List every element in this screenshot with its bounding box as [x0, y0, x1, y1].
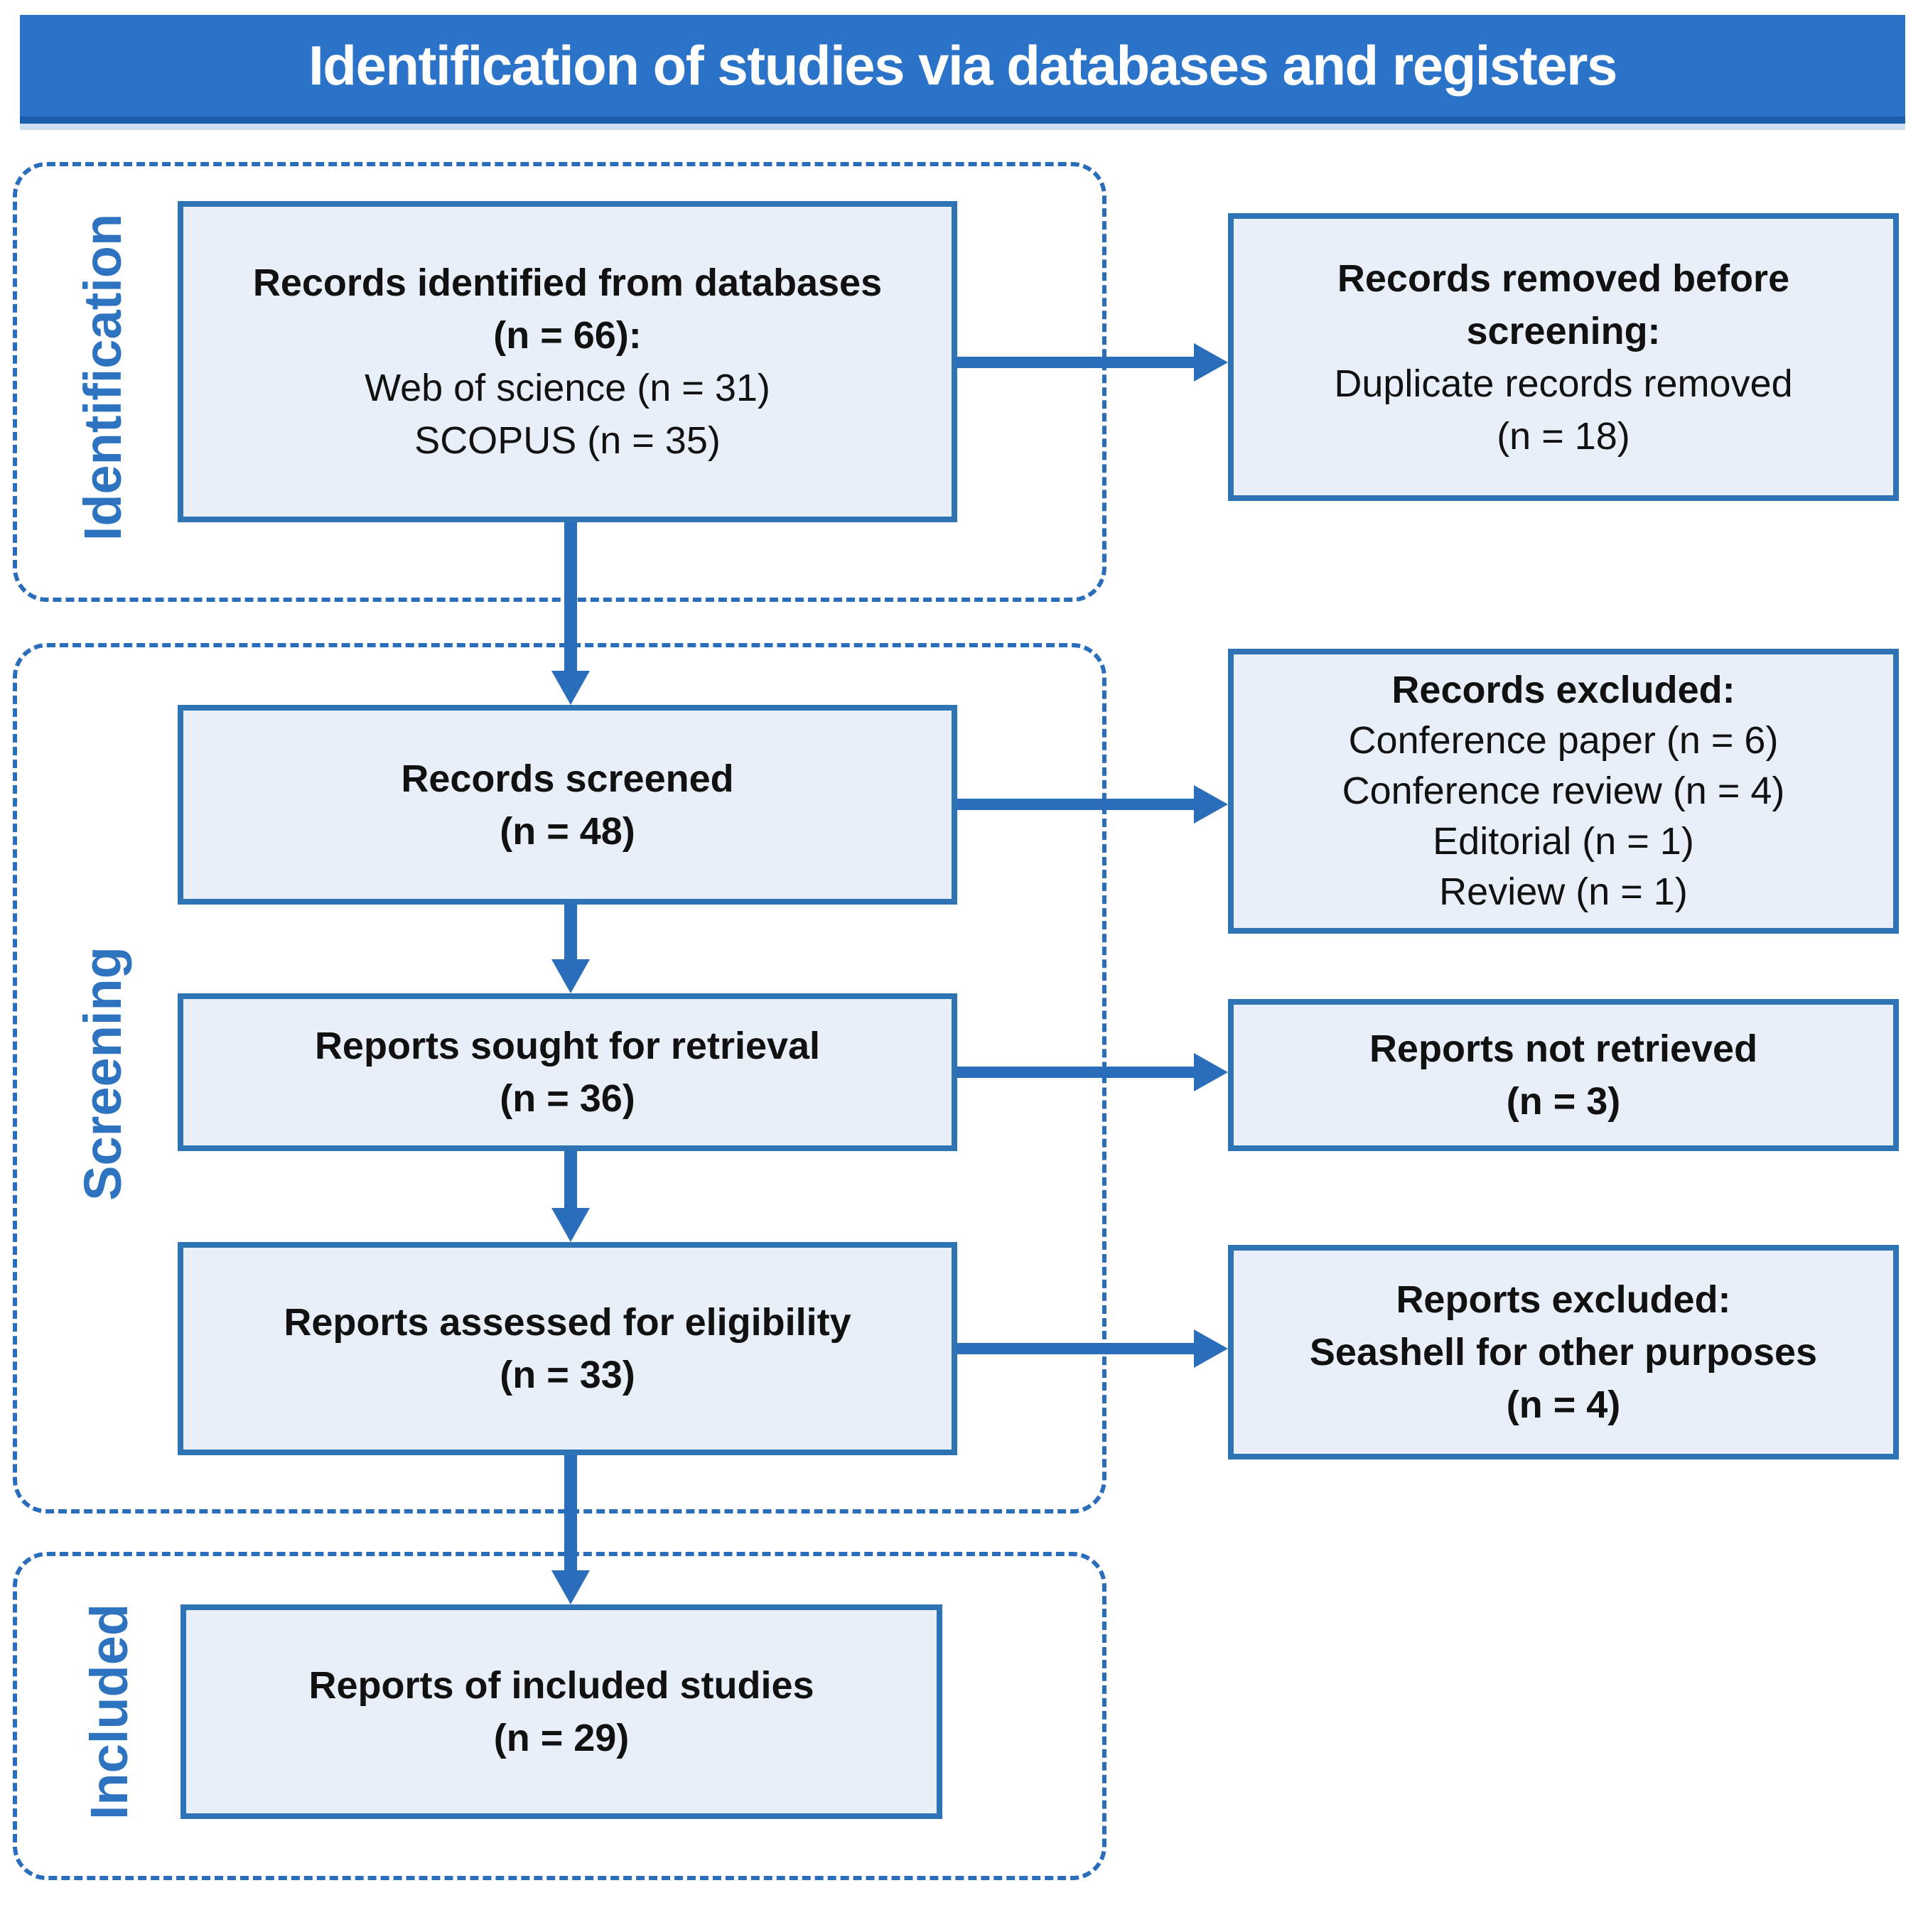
box-text-line: Web of science (n = 31)	[365, 367, 770, 409]
box-text-line: (n = 36)	[500, 1077, 635, 1120]
arrow-down-icon	[551, 1208, 590, 1242]
box-reports-assessed: Reports assessed for eligibility (n = 33…	[178, 1242, 957, 1455]
box-text-line: Records screened	[401, 757, 734, 800]
box-text-line: (n = 66):	[493, 314, 642, 357]
box-text-line: (n = 48)	[500, 809, 635, 853]
arrow-right-icon	[1194, 1329, 1228, 1368]
diagram-title-bar: Identification of studies via databases …	[20, 15, 1905, 124]
section-label-identification: Identification	[73, 213, 132, 541]
title-bar-shadow-strip	[20, 124, 1905, 130]
box-text-line: (n = 29)	[493, 1717, 630, 1759]
arrow-line	[957, 1067, 1195, 1078]
box-reports-excluded: Reports excluded: Seashell for other pur…	[1228, 1245, 1899, 1459]
box-text-line: Seashell for other purposes	[1309, 1331, 1818, 1374]
box-text-line: Records excluded:	[1391, 669, 1735, 711]
arrow-right-icon	[1194, 785, 1228, 824]
section-label-screening: Screening	[73, 946, 132, 1201]
arrow-down-icon	[551, 1570, 590, 1604]
box-records-identified: Records identified from databases (n = 6…	[178, 201, 957, 522]
box-text-line: Reports assessed for eligibility	[284, 1301, 851, 1344]
section-identification	[13, 162, 1106, 602]
arrow-line	[564, 905, 577, 962]
box-text-line: Duplicate records removed	[1334, 362, 1793, 405]
box-text-line: (n = 33)	[500, 1354, 635, 1396]
box-text-line: Reports of included studies	[308, 1664, 814, 1707]
arrow-down-icon	[551, 959, 590, 993]
arrow-line	[564, 522, 577, 674]
arrow-line	[957, 1343, 1195, 1354]
arrow-down-icon	[551, 671, 590, 705]
box-text-line: Conference paper (n = 6)	[1348, 719, 1779, 762]
box-text-line: Records identified from databases	[252, 261, 883, 304]
box-text-line: Records removed before	[1337, 257, 1790, 300]
box-text-line: SCOPUS (n = 35)	[414, 419, 721, 462]
box-text-line: Review (n = 1)	[1439, 870, 1688, 913]
box-records-excluded: Records excluded: Conference paper (n = …	[1228, 649, 1899, 934]
box-reports-sought: Reports sought for retrieval (n = 36)	[178, 993, 957, 1151]
box-records-removed: Records removed before screening: Duplic…	[1228, 213, 1899, 501]
section-included	[13, 1552, 1106, 1880]
arrow-line	[957, 357, 1195, 368]
box-text-line: (n = 18)	[1497, 414, 1630, 458]
arrow-line	[564, 1151, 577, 1211]
box-text-line: (n = 3)	[1506, 1080, 1621, 1123]
box-text-line: Editorial (n = 1)	[1433, 820, 1694, 863]
arrow-line	[564, 1455, 577, 1573]
section-screening	[13, 643, 1106, 1513]
box-text-line: Reports not retrieved	[1369, 1027, 1758, 1070]
box-reports-included: Reports of included studies (n = 29)	[181, 1604, 942, 1819]
arrow-right-icon	[1194, 343, 1228, 382]
diagram-title: Identification of studies via databases …	[308, 34, 1617, 97]
box-records-screened: Records screened (n = 48)	[178, 705, 957, 905]
box-text-line: Reports excluded:	[1396, 1278, 1731, 1321]
box-reports-not-retrieved: Reports not retrieved (n = 3)	[1228, 999, 1899, 1151]
box-text-line: (n = 4)	[1506, 1383, 1621, 1426]
arrow-right-icon	[1194, 1053, 1228, 1091]
box-text-line: Conference review (n = 4)	[1342, 770, 1785, 812]
box-text-line: screening:	[1466, 309, 1661, 352]
box-text-line: Reports sought for retrieval	[314, 1025, 821, 1067]
section-label-included: Included	[80, 1603, 139, 1820]
arrow-line	[957, 799, 1195, 810]
